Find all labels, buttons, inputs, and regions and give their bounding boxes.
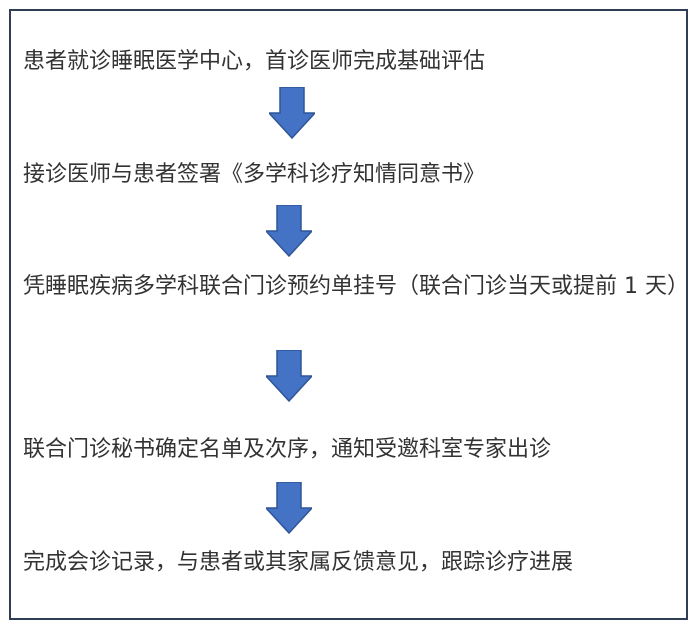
flow-step-5: 完成会诊记录，与患者或其家属反馈意见，跟踪诊疗进展: [23, 550, 574, 575]
down-arrow-icon-1: [269, 87, 315, 139]
flowchart-frame: [9, 9, 688, 620]
down-arrow-icon-4: [266, 482, 312, 534]
down-arrow-icon-2: [266, 205, 312, 257]
down-arrow-icon-3: [266, 350, 312, 402]
flow-step-4: 联合门诊秘书确定名单及次序，通知受邀科室专家出诊: [23, 437, 552, 462]
flow-step-2: 接诊医师与患者签署《多学科诊疗知情同意书》: [23, 162, 486, 187]
flow-step-1: 患者就诊睡眠医学中心，首诊医师完成基础评估: [23, 49, 486, 74]
flow-step-3: 凭睡眠疾病多学科联合门诊预约单挂号（联合门诊当天或提前 1 天）: [23, 274, 689, 299]
